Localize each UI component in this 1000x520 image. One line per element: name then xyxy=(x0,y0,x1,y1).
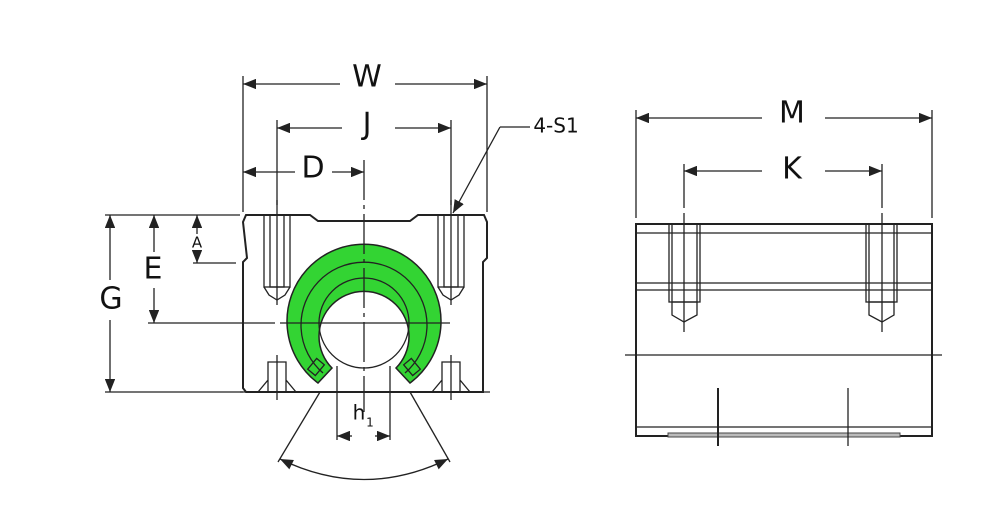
label-g: G xyxy=(99,282,122,317)
dimension-w: W xyxy=(243,60,487,95)
dimension-e: E xyxy=(144,215,163,323)
label-k: K xyxy=(782,152,803,187)
dimension-k: K xyxy=(684,152,882,187)
label-j: J xyxy=(361,107,372,142)
bolt-left xyxy=(668,213,701,332)
label-4-s1: 4-S1 xyxy=(533,114,578,138)
label-d: D xyxy=(301,151,324,186)
opening-angle xyxy=(277,391,451,481)
front-view: W J D 4-S1 G E xyxy=(99,60,579,481)
side-view: M K xyxy=(625,96,942,446)
screw-left xyxy=(257,355,297,400)
housing-outline xyxy=(241,214,488,393)
label-h: h xyxy=(353,401,366,425)
dimension-g: G xyxy=(99,215,123,392)
label-m: M xyxy=(779,96,805,131)
hole-callout: 4-S1 xyxy=(452,114,579,214)
dimension-h1: h 1 xyxy=(336,366,391,442)
screw-right xyxy=(431,355,471,400)
bearing-ring xyxy=(286,243,442,385)
label-a: A xyxy=(192,234,203,252)
dimension-j: J xyxy=(277,107,451,142)
label-h-subscript: 1 xyxy=(366,416,374,430)
dimension-a: A xyxy=(191,215,203,263)
label-w: W xyxy=(352,60,382,95)
bolt-right xyxy=(865,213,898,332)
dimension-m: M xyxy=(636,96,932,131)
tapped-hole-right xyxy=(437,200,465,305)
label-e: E xyxy=(144,252,163,287)
dimension-d: D xyxy=(243,151,364,186)
tapped-hole-left xyxy=(263,200,291,305)
